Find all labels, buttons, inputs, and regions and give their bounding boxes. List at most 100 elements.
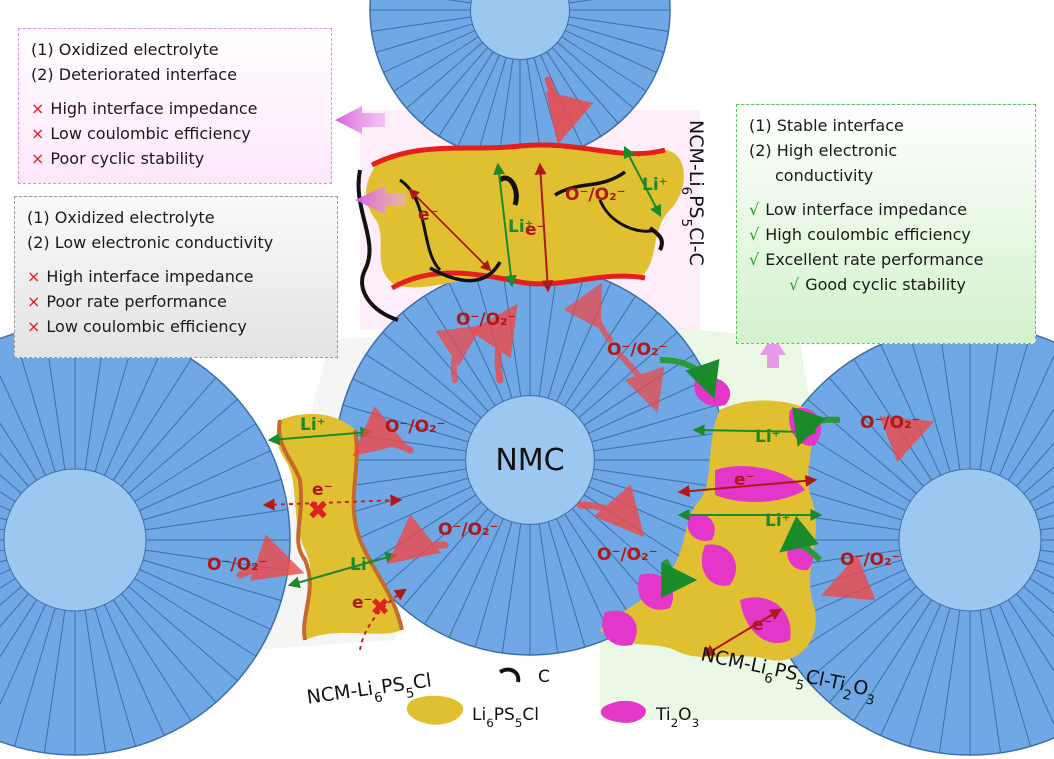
grain-boundary [145,508,288,531]
cross-mark: × [31,149,45,168]
grain-boundary [938,327,961,470]
carbon-fiber-7 [648,226,664,251]
cross-mark: × [27,267,41,286]
grain-boundary [121,377,217,487]
box1-con-1-text: High interface impedance [50,99,258,118]
legend-carbon-label: C [538,667,550,687]
species-label-electron: e⁻ [752,615,773,635]
center-label: NMC [495,443,564,478]
grain-boundary [401,508,489,608]
top-electrolyte-layer [356,142,684,322]
grain-boundary [556,282,612,402]
cross-mark: × [27,292,41,311]
grain-boundary [352,378,472,434]
grain-boundary [1007,599,1054,672]
box2-item-1: (1) Oxidized electrolyte [27,208,215,227]
grain-boundary [1016,442,1054,487]
grain-boundary [547,521,586,648]
o-arrow-1 [544,76,594,145]
box1-con-2: ×Low coulombic efficiency [31,121,319,146]
grain-boundary [142,478,282,521]
box2-con-3-text: Low coulombic efficiency [46,317,247,336]
grain-boundary [564,295,636,407]
e-arrow-top-2 [408,188,492,272]
legend-carbon-swatch [498,667,521,683]
species-label-electron: e⁻ [418,205,439,225]
grain-boundary [1023,586,1054,614]
grain-boundary [0,593,29,628]
legend-ti2o3-label: Ti2O3 [655,705,699,730]
check-mark: √ [749,250,760,269]
o-arrow-8 [576,484,645,538]
grain-boundary [807,586,917,682]
o-arrow-3 [435,325,482,383]
species-label-oxygen: O⁻/O₂⁻ [385,417,446,437]
grain-boundary [128,398,238,494]
grain-boundary [424,513,496,625]
box1-con-1: × High interface impedance [31,96,319,121]
grain-boundary [0,422,38,481]
species-label-oxygen: O⁻/O₂⁻ [438,520,499,540]
box3-pro-4: √Good cyclic stability [749,272,1023,297]
box3-item-1: (1) Stable interface [749,116,904,135]
nmc-particle-right [754,324,1054,756]
grain-boundary [365,354,477,426]
grain-boundary [104,344,165,476]
check-mark: √ [789,275,800,294]
pink-arrow-to-box-1 [355,186,405,214]
green-flow-3 [661,558,698,598]
grain-boundary [446,0,472,4]
o-arrow-5 [352,406,414,457]
species-label-oxygen: O⁻/O₂⁻ [456,310,517,330]
grain-boundary [1016,593,1054,638]
species-label-lithium: Li⁺ [755,427,781,447]
grain-boundary [556,518,612,638]
box3-pro-2-text: High coulombic efficiency [765,225,971,244]
legend-ti2o3-swatch [600,700,646,723]
li-arrow-left-2 [287,551,398,589]
grain-boundary [128,586,238,682]
check-mark: √ [749,200,760,219]
box3-item-2-cont: conductivity [775,166,874,185]
grain-boundary [43,610,66,753]
ti2o3-grain-7 [602,610,637,646]
grain-boundary [104,604,165,736]
grain-boundary [561,36,647,92]
label-top-interface: NCM-Li6PS5Cl-C [679,120,708,266]
box1-con-3-text: Poor cyclic stability [50,149,205,168]
grain-boundary [908,607,951,747]
species-label-oxygen: O⁻/O₂⁻ [597,545,658,565]
grain-boundary [139,450,271,511]
cross-mark: × [31,99,45,118]
grain-boundary [121,593,217,703]
grain-boundary [989,333,1032,473]
o-arrow-4 [563,282,613,343]
e-arrow-right-2 [702,608,783,657]
species-label-electron: e⁻ [734,470,755,490]
particle-core [465,395,595,525]
grain-boundary [375,23,473,53]
box1-item-1: (1) Oxidized electrolyte [31,40,219,59]
e-arrow-right-1 [677,474,818,498]
grain-boundary [538,523,559,654]
box2-con-2: ×Poor rate performance [27,289,325,314]
grain-boundary [383,30,476,73]
species-label-oxygen: O⁻/O₂⁻ [607,340,668,360]
grain-boundary [591,404,718,443]
o-arrow-11 [820,554,876,601]
grain-boundary [828,377,924,487]
o-arrow-9 [617,352,665,413]
species-label-lithium: Li⁺ [300,415,326,435]
box-right: (1) Stable interface (2) High electronic… [736,104,1036,344]
particle-core [3,468,147,612]
grain-boundary [84,610,107,753]
ti2o3-grain-5 [701,544,736,586]
grain-boundary [0,604,46,706]
grain-boundary [1029,577,1054,595]
species-label-lithium: Li⁺ [350,555,376,575]
grain-boundary [498,58,514,159]
box1-con-2-text: Low coulombic efficiency [50,124,251,143]
grain-boundary [571,312,659,412]
grain-boundary [438,51,494,137]
